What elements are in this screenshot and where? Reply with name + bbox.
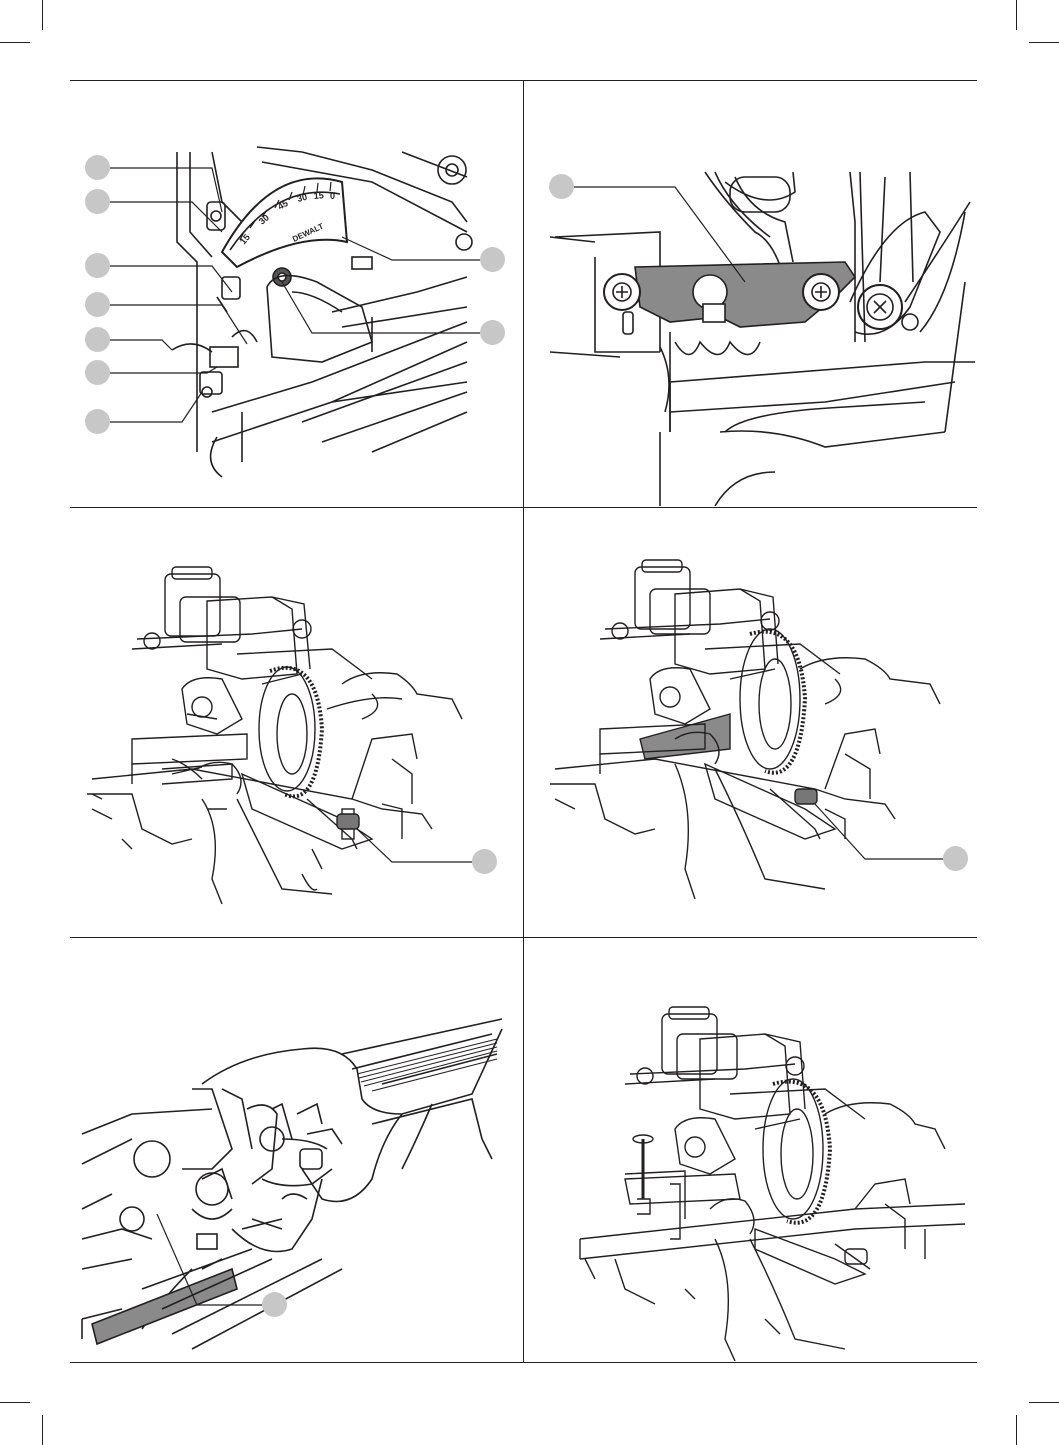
crop-mark — [1016, 1415, 1017, 1445]
crop-mark — [42, 0, 43, 30]
callout-marker — [943, 846, 968, 871]
bevel-tick-label: 45 — [276, 198, 290, 212]
callout-marker — [85, 327, 110, 352]
crop-mark — [1016, 0, 1017, 30]
figure-bevel-scale: 15 30 45 30 15 0 DEWALT — [72, 82, 522, 506]
callout-marker — [85, 292, 110, 317]
figure-check-blade-square — [525, 509, 975, 936]
callout-marker — [85, 155, 110, 180]
callout-marker — [549, 174, 574, 199]
crop-mark — [0, 1402, 30, 1403]
crop-mark — [0, 42, 30, 43]
grid-divider — [523, 80, 524, 1363]
figure-clamp-workpiece — [525, 939, 975, 1361]
callout-marker — [480, 247, 505, 272]
bevel-tick-label: 15 — [313, 190, 324, 201]
callout-marker — [472, 849, 497, 874]
figure-bevel-pointer — [525, 82, 975, 506]
crop-mark — [1029, 1402, 1059, 1403]
bevel-tick-label: 15 — [238, 232, 252, 246]
callout-marker — [85, 409, 110, 434]
callout-marker — [480, 320, 505, 345]
callout-marker — [85, 189, 110, 214]
crop-mark — [1029, 42, 1059, 43]
figure-check-fence-square — [72, 509, 522, 936]
figure-bevel-stop-detail — [72, 939, 522, 1361]
callout-marker — [262, 1292, 287, 1317]
callout-marker — [85, 253, 110, 278]
bevel-tick-label: 30 — [257, 212, 271, 226]
callout-marker — [85, 360, 110, 385]
crop-mark — [42, 1415, 43, 1445]
bevel-tick-label: 0 — [330, 191, 335, 201]
